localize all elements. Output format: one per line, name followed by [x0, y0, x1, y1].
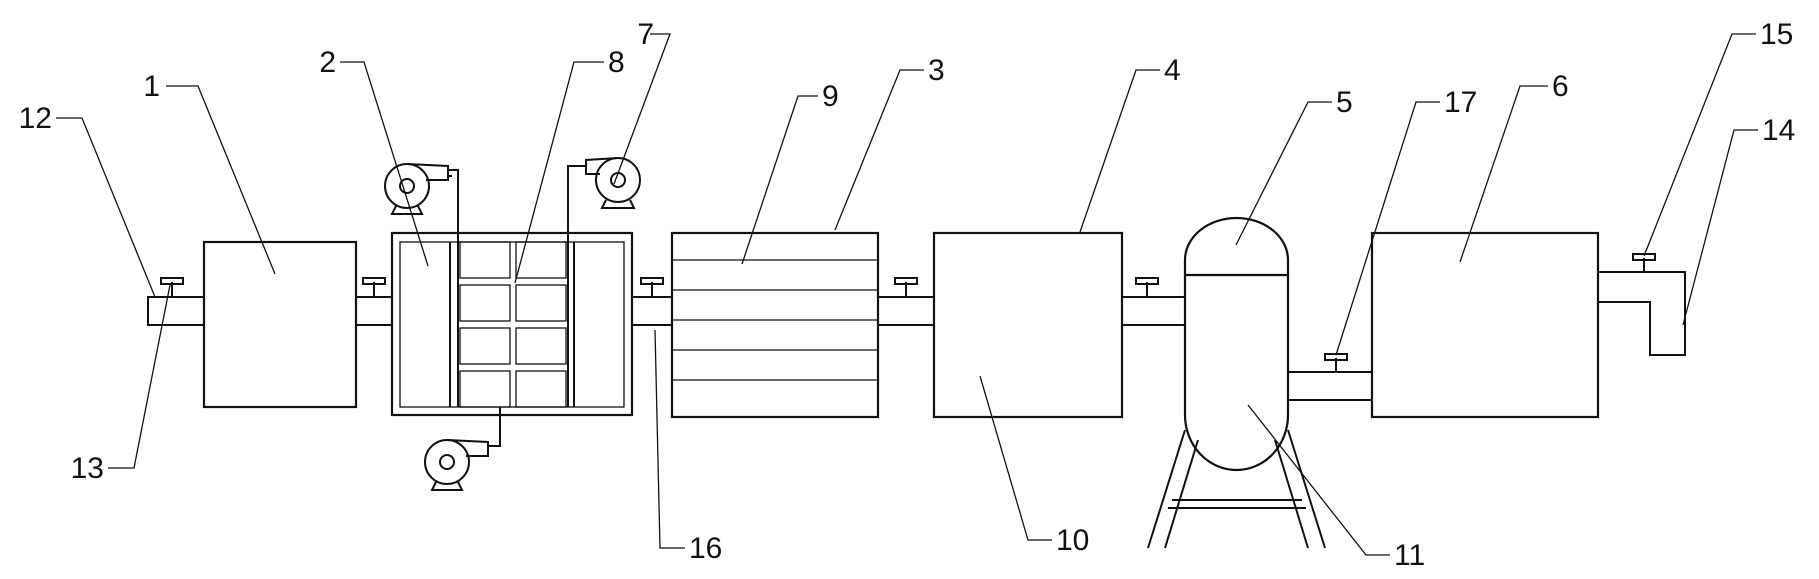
- outlet-pipe-14: [1598, 253, 1686, 356]
- unit-6-box: [1370, 231, 1600, 419]
- label-5: 5: [1336, 86, 1353, 119]
- unit-3-box: [670, 231, 880, 419]
- label-7: 7: [637, 18, 654, 51]
- unit-1-box: [202, 240, 358, 409]
- valve-13: [160, 277, 184, 297]
- valve-4-5: [1135, 277, 1159, 297]
- blower-top-left: [384, 163, 459, 407]
- label-9: 9: [822, 80, 839, 113]
- unit-4-box: [932, 231, 1124, 419]
- blower-bottom: [424, 407, 501, 491]
- leader-lines: [56, 33, 1758, 556]
- label-11: 11: [1394, 539, 1425, 572]
- label-3: 3: [928, 54, 945, 87]
- unit-2-tank: [390, 231, 634, 417]
- label-14: 14: [1762, 114, 1795, 147]
- label-16: 16: [689, 532, 722, 565]
- valve-1-2: [362, 277, 386, 297]
- label-2: 2: [319, 46, 336, 79]
- unit-5-stand: [1147, 429, 1326, 549]
- label-6: 6: [1552, 70, 1569, 103]
- part-labels: 1 2 8 7 9 3 4 5 17 6 15 14 12 13 10 16 1…: [19, 18, 1796, 572]
- label-10: 10: [1056, 524, 1089, 557]
- label-13: 13: [71, 452, 104, 485]
- label-12: 12: [19, 102, 52, 135]
- valve-16: [640, 277, 664, 297]
- label-17: 17: [1444, 86, 1477, 119]
- valve-17: [1324, 353, 1348, 372]
- unit-5-column: [1183, 216, 1290, 472]
- filter-module-8: [459, 241, 567, 408]
- blower-top-right: [567, 157, 641, 407]
- valve-3-4: [894, 277, 918, 297]
- label-4: 4: [1164, 54, 1181, 87]
- label-8: 8: [608, 46, 625, 79]
- label-1: 1: [143, 70, 160, 103]
- label-15: 15: [1760, 18, 1793, 51]
